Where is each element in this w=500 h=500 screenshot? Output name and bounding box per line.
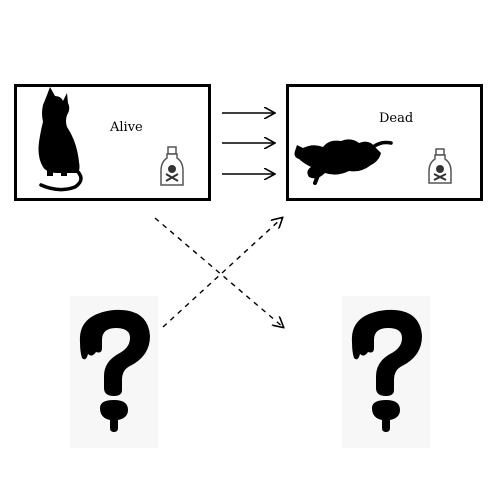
alive-label: Alive — [110, 120, 143, 135]
alive-state-box: Alive — [14, 84, 211, 201]
poison-bottle-icon — [428, 148, 452, 184]
alive-box-art — [38, 87, 184, 192]
dead-box-art — [294, 139, 452, 185]
unknown-state-right — [342, 296, 430, 448]
question-mark-icon — [351, 309, 422, 432]
dead-label: Dead — [379, 111, 414, 126]
unknown-state-left — [70, 296, 158, 448]
dashed-arrow-unknown-to-dead — [162, 218, 282, 328]
dashed-arrow-alive-to-unknown — [154, 217, 283, 327]
cat-sitting-icon — [38, 87, 83, 192]
question-mark-icon — [79, 309, 150, 432]
dead-state-box: Dead — [286, 84, 483, 201]
cat-lying-icon — [294, 139, 393, 185]
poison-bottle-icon — [160, 146, 184, 186]
